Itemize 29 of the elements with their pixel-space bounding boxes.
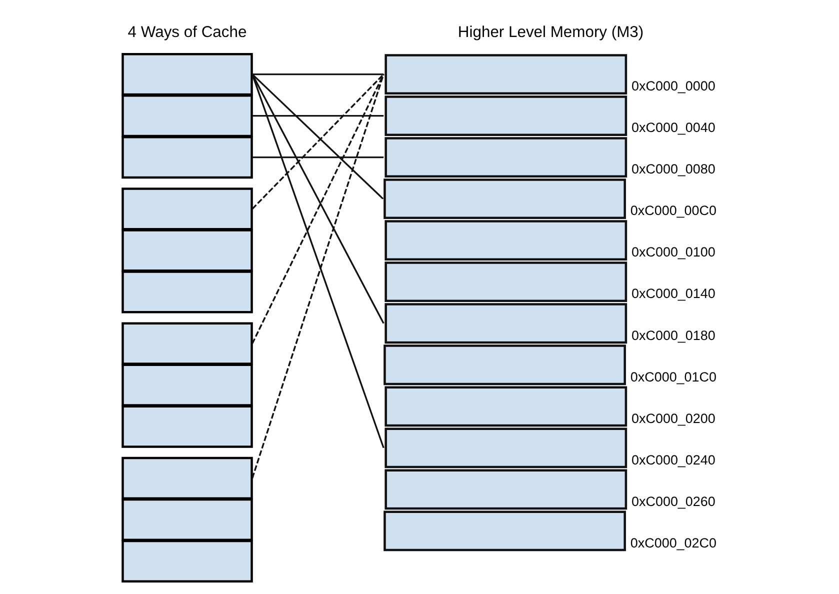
node-box: [122, 229, 253, 272]
node-box: [122, 540, 253, 583]
node-label: 0xC000_01C0: [630, 369, 716, 384]
node-box: [122, 270, 253, 314]
node-box: [122, 456, 253, 500]
node-box: [122, 364, 253, 406]
node-label: 0xC000_0080: [632, 162, 716, 177]
node-box: [122, 136, 253, 179]
label: 4 Ways of Cache: [128, 24, 247, 41]
node-label: 0xC000_0040: [632, 120, 716, 136]
label: Higher Level Memory (M3): [458, 24, 644, 41]
node-label: 0xC000_0100: [632, 244, 716, 260]
connector: [252, 156, 384, 158]
node-label: 0xC000_00C0: [630, 203, 716, 218]
node-label: 0xC000_0240: [632, 452, 716, 468]
node-box: [122, 94, 253, 138]
node-label: 0xC000_02C0: [630, 535, 716, 550]
connector: [252, 73, 384, 76]
node-label: 0xC000_0000: [632, 78, 716, 94]
node-label: 0xC000_0140: [632, 286, 716, 302]
node-label: 0xC000_0260: [632, 494, 716, 509]
node-box: [122, 405, 253, 448]
node-label: 0xC000_0200: [632, 410, 716, 426]
node-box: [122, 52, 253, 96]
node-box: [122, 322, 253, 365]
node-box: [122, 188, 253, 230]
connector: [252, 114, 384, 117]
node-label: 0xC000_0180: [632, 328, 716, 343]
node-box: [122, 498, 253, 542]
